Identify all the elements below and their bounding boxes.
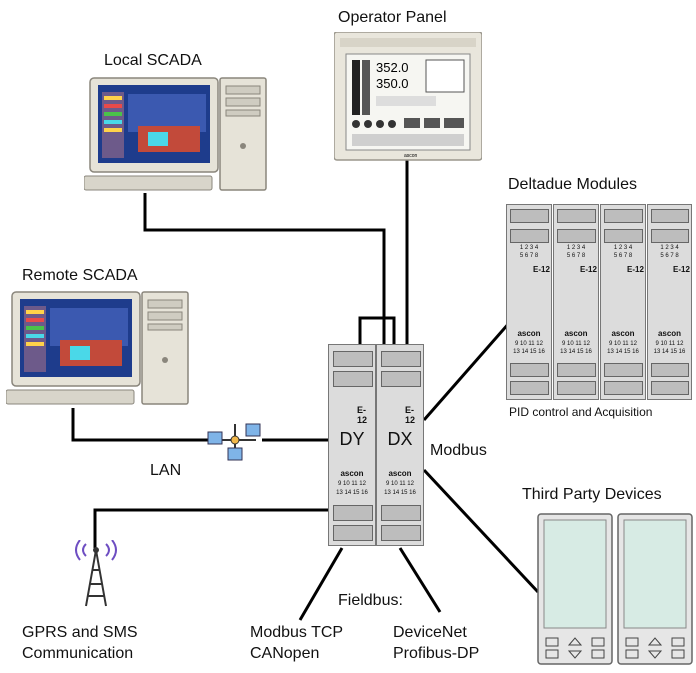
deltadue-module: 1 2 3 4 5 6 7 8 E-12 ascon 9 10 11 12 13… — [506, 204, 552, 400]
wire-third-party — [422, 468, 540, 594]
module-code: E-12 — [580, 265, 597, 274]
wire-fieldbus-right — [398, 547, 442, 613]
dy-brand: ascon — [340, 469, 364, 478]
dy-terminals-row1: 9 10 11 12 — [338, 481, 366, 487]
local-scada-computer — [84, 77, 267, 191]
remote-scada-label: Remote SCADA — [22, 267, 138, 284]
dy-code: E-12 — [357, 405, 368, 425]
module-brand: ascon — [517, 329, 541, 338]
module-brand: ascon — [657, 329, 682, 338]
module-row-d: 13 14 15 16 — [560, 349, 592, 355]
deltadue-modules-label: Deltadue Modules — [508, 176, 637, 193]
operator-panel-device: 352.0 350.0 ascon — [334, 32, 482, 161]
controller-dy: E-12 DY ascon 9 10 11 12 13 14 15 16 — [328, 344, 376, 546]
dx-terminals-row1: 9 10 11 12 — [386, 481, 414, 487]
canopen-label: CANopen — [250, 645, 320, 662]
module-row-c: 9 10 11 12 — [609, 341, 637, 347]
module-row-c: 9 10 11 12 — [515, 341, 543, 347]
modbus-label: Modbus — [430, 442, 487, 459]
dx-terminals-row2: 13 14 15 16 — [384, 490, 416, 496]
controller-dx: E-12 DX ascon 9 10 11 12 13 14 15 16 — [376, 344, 424, 546]
modbus-tcp-label: Modbus TCP — [250, 624, 344, 641]
lan-label: LAN — [150, 462, 182, 479]
wire-modbus-modules — [422, 321, 512, 421]
gprs-antenna-icon — [75, 540, 117, 607]
operator-panel-label: Operator Panel — [338, 9, 447, 26]
panel-brand: ascon — [404, 153, 418, 159]
module-row-a: 1 2 3 4 — [613, 245, 633, 251]
deltadue-module: 1 2 3 4 5 6 7 8 E-12 ascon 9 10 11 12 13… — [647, 204, 692, 400]
module-row-c: 9 10 11 12 — [655, 341, 684, 347]
module-row-b: 5 6 7 8 — [519, 253, 539, 259]
gprs-label-line2: Communication — [22, 645, 134, 662]
module-brand: ascon — [564, 329, 588, 338]
wire-remote-scada — [71, 408, 208, 442]
wire-fieldbus-left — [298, 547, 344, 621]
gprs-label-line1: GPRS and SMS — [22, 624, 138, 641]
module-row-b: 5 6 7 8 — [613, 253, 633, 259]
panel-value-2: 350.0 — [376, 76, 409, 91]
deltadue-module-group: 1 2 3 4 5 6 7 8 E-12 ascon 9 10 11 12 13… — [506, 204, 692, 400]
third-party-device — [617, 513, 693, 665]
module-row-a: 1 2 3 4 — [660, 245, 679, 251]
module-row-d: 13 14 15 16 — [607, 349, 639, 355]
module-code: E-12 — [627, 265, 644, 274]
module-row-d: 13 14 15 16 — [513, 349, 545, 355]
remote-scada-computer — [6, 291, 189, 405]
dx-brand: ascon — [388, 469, 412, 478]
module-row-c: 9 10 11 12 — [562, 341, 590, 347]
dy-label: DY — [339, 429, 365, 449]
dy-terminals-row2: 13 14 15 16 — [336, 490, 368, 496]
deltadue-module: 1 2 3 4 5 6 7 8 E-12 ascon 9 10 11 12 13… — [553, 204, 599, 400]
panel-value-1: 352.0 — [376, 60, 409, 75]
module-row-a: 1 2 3 4 — [566, 245, 586, 251]
deltadue-module: 1 2 3 4 5 6 7 8 E-12 ascon 9 10 11 12 13… — [600, 204, 646, 400]
devicenet-label: DeviceNet — [393, 624, 467, 641]
module-code: E-12 — [673, 265, 690, 274]
third-party-label: Third Party Devices — [522, 486, 662, 503]
pid-caption: PID control and Acquisition — [509, 405, 653, 419]
lan-network-icon — [207, 423, 261, 461]
module-row-d: 13 14 15 16 — [653, 349, 686, 355]
module-brand: ascon — [611, 329, 635, 338]
dx-label: DX — [387, 429, 413, 449]
profibus-label: Profibus-DP — [393, 645, 480, 662]
module-row-a: 1 2 3 4 — [519, 245, 539, 251]
module-code: E-12 — [533, 265, 550, 274]
module-row-b: 5 6 7 8 — [660, 253, 679, 259]
third-party-devices — [537, 513, 693, 665]
third-party-device — [537, 513, 613, 665]
wire-dy-dx-loop — [358, 316, 396, 348]
dx-code: E-12 — [405, 405, 416, 425]
wire-gprs — [93, 508, 330, 548]
module-row-b: 5 6 7 8 — [566, 253, 586, 259]
wire-local-scada — [143, 193, 386, 348]
local-scada-label: Local SCADA — [104, 52, 202, 69]
fieldbus-label: Fieldbus: — [338, 592, 403, 609]
